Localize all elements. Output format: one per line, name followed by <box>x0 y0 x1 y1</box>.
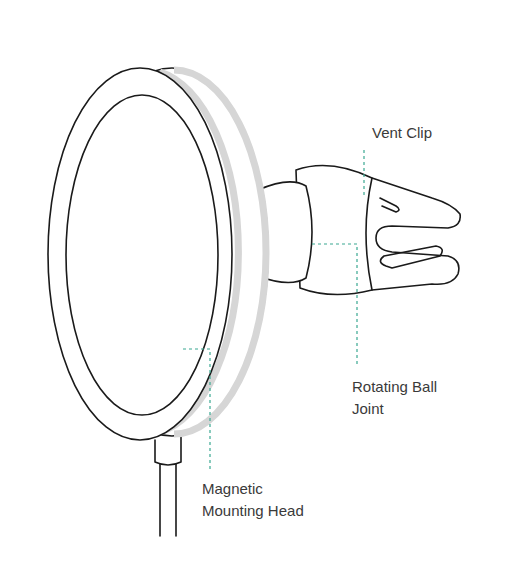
part-label: Rotating Ball Joint <box>352 376 464 420</box>
magnetic-head-face <box>66 95 218 415</box>
leader-line <box>363 150 364 196</box>
part-label: Vent Clip <box>372 122 492 144</box>
part-label: Magnetic Mounting Head <box>202 478 328 522</box>
magnetic-head-rim <box>48 68 232 440</box>
clip-edge <box>366 178 372 290</box>
clip-tab <box>380 198 399 212</box>
leader-line <box>183 349 210 470</box>
leader-line <box>312 244 357 366</box>
cable-connector <box>155 436 181 465</box>
cable <box>160 460 176 536</box>
vent-clip <box>296 166 460 295</box>
clip-slot <box>380 246 442 268</box>
